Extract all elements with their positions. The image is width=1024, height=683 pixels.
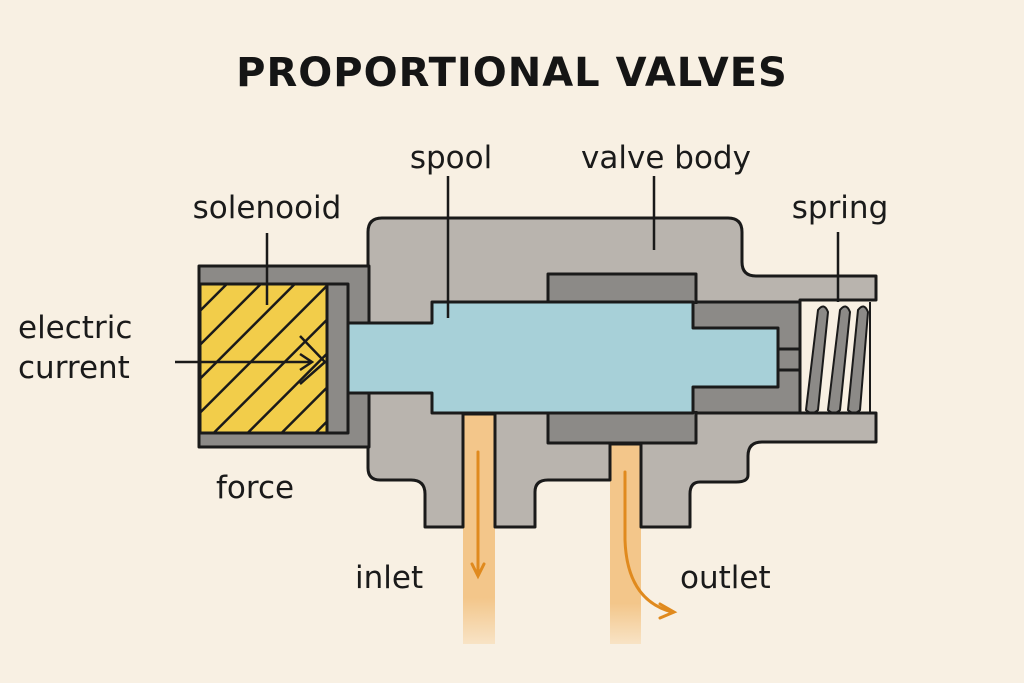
armature-plate [325,282,350,435]
label-spool: spool [410,140,492,176]
label-inlet: inlet [355,560,423,596]
spool [346,300,780,415]
outlet-arrowhead-icon [658,602,678,620]
spool-stub [776,347,802,372]
label-electric: electric [18,310,132,346]
label-spring: spring [792,190,889,226]
label-force: force [216,470,294,506]
diagram-title: PROPORTIONAL VALVES [236,50,788,96]
label-outlet: outlet [680,560,771,596]
outlet-flow-arrow [623,470,674,614]
spring [798,298,876,415]
label-current: current [18,350,130,386]
label-solenoid: solenooid [193,190,342,226]
label-valve-body: valve body [581,140,751,176]
current-arrowhead-icon [299,352,315,372]
inlet-arrowhead-icon [470,562,486,580]
force-chevron-icon [299,335,327,385]
